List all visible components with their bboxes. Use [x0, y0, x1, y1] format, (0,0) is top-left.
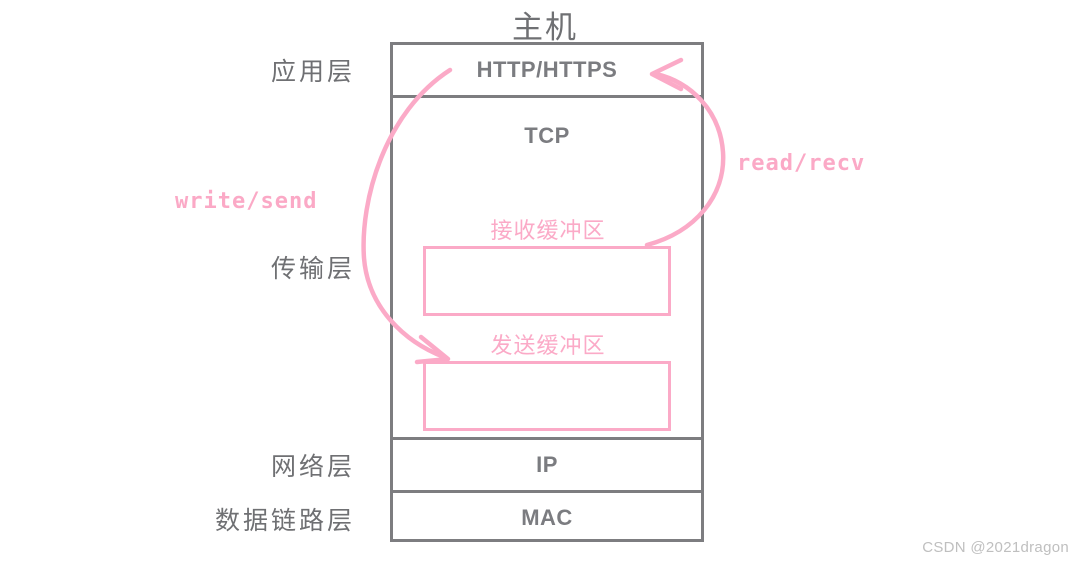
layer-row-network: IP [393, 440, 701, 493]
layer-row-transport: TCP 接收缓冲区 发送缓冲区 [393, 98, 701, 440]
layer-label-tcp: TCP [524, 123, 570, 148]
side-label-network: 网络层 [270, 454, 355, 481]
layer-label-ip: IP [536, 452, 558, 477]
layer-row-datalink: MAC [393, 493, 701, 542]
side-label-transport: 传输层 [270, 256, 355, 283]
layer-label-mac: MAC [521, 504, 573, 530]
side-label-datalink: 数据链路层 [214, 508, 355, 535]
receive-buffer-group: 接收缓冲区 [423, 218, 673, 316]
layer-label-http: HTTP/HTTPS [476, 57, 618, 82]
send-buffer-caption: 发送缓冲区 [490, 333, 606, 358]
send-buffer-box [423, 361, 671, 431]
page-title: 主机 [512, 10, 578, 45]
api-label-read-recv: read/recv [737, 151, 866, 176]
api-label-write-send: write/send [175, 189, 318, 214]
receive-buffer-caption: 接收缓冲区 [490, 218, 606, 243]
layer-row-application: HTTP/HTTPS [393, 45, 701, 98]
receive-buffer-box [423, 246, 671, 316]
send-buffer-group: 发送缓冲区 [423, 333, 673, 431]
host-protocol-stack: HTTP/HTTPS TCP 接收缓冲区 发送缓冲区 IP MAC [390, 42, 704, 542]
side-label-application: 应用层 [270, 59, 355, 86]
watermark: CSDN @2021dragon [922, 539, 1069, 556]
